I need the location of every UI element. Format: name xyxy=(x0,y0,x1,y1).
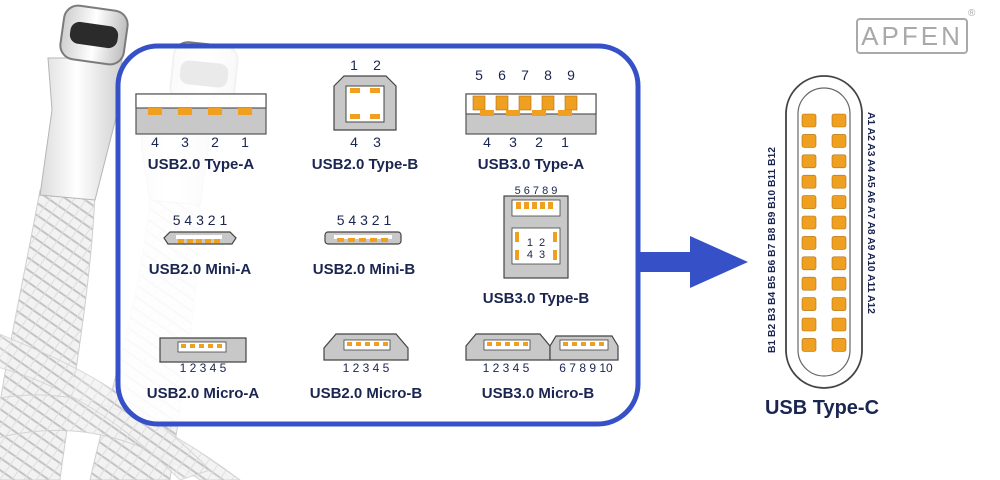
pin-number: 1 xyxy=(561,134,569,150)
pin-numbers: 6 7 8 9 10 xyxy=(559,361,613,375)
usb30-micro-b-caption: USB3.0 Micro-B xyxy=(482,385,595,402)
type-c-pin-a xyxy=(831,154,847,169)
pin-number: 1 xyxy=(350,57,358,73)
pin-numbers: 1 2 xyxy=(527,237,545,249)
usb20-mini-b-caption: USB2.0 Mini-B xyxy=(313,261,416,278)
type-c-pin-a xyxy=(831,113,847,128)
type-c-pin-a xyxy=(831,338,847,352)
pin-number: 8 xyxy=(544,67,552,83)
type-c-pin-b xyxy=(801,338,817,352)
pin-numbers: 5 6 7 8 9 xyxy=(515,185,558,197)
usb20-micro-a-caption: USB2.0 Micro-A xyxy=(147,385,260,402)
pin-numbers: 1 2 3 4 5 xyxy=(180,361,227,375)
type-c-pin-b xyxy=(801,113,817,128)
usb20-type-a-diagram: 4 3 2 1 USB2.0 Type-A xyxy=(135,93,267,173)
pin-number: 2 xyxy=(535,134,543,150)
pin-number: 3 xyxy=(181,134,189,150)
type-c-a-pin-row xyxy=(831,113,847,352)
type-c-pin-a xyxy=(831,195,847,209)
type-c-pin-a xyxy=(831,236,847,250)
pin-number: 2 xyxy=(211,134,219,150)
pin-number: 9 xyxy=(567,67,575,83)
type-c-b-pin-row xyxy=(801,113,817,352)
type-c-pin-b xyxy=(801,154,817,169)
type-c-pin-a xyxy=(831,297,847,311)
type-c-pin-b xyxy=(801,276,817,291)
pin-numbers: 1 2 3 4 5 xyxy=(483,361,530,375)
apfen-logo: APFEN xyxy=(856,18,968,54)
pin-numbers: 5 4 3 2 1 xyxy=(337,212,392,228)
type-c-pin-b xyxy=(801,134,817,148)
type-c-pin-a xyxy=(831,215,847,230)
usb30-type-a-caption: USB3.0 Type-A xyxy=(478,156,585,173)
usb30-type-b-diagram: 5 6 7 8 9 1 2 4 3 USB3.0 Type-B xyxy=(483,185,590,307)
usb20-mini-a-diagram: 5 4 3 2 1 USB2.0 Mini-A xyxy=(149,212,252,278)
usb20-type-b-caption: USB2.0 Type-B xyxy=(312,156,419,173)
pin-number: 7 xyxy=(521,67,529,83)
pin-number: 1 xyxy=(241,134,249,150)
type-c-a-pin-labels: A1 A2 A3 A4 A5 A6 A7 A8 A9 A10 A11 A12 xyxy=(865,112,876,314)
pin-numbers: 4 3 xyxy=(527,249,545,261)
type-c-pin-a xyxy=(831,256,847,271)
type-c-pin-b xyxy=(801,317,817,332)
usb30-type-b-caption: USB3.0 Type-B xyxy=(483,290,590,307)
usb20-mini-b-diagram: 5 4 3 2 1 USB2.0 Mini-B xyxy=(313,212,416,278)
right-arrow-icon xyxy=(638,236,748,288)
type-c-pin-b xyxy=(801,215,817,230)
type-c-pin-b xyxy=(801,195,817,209)
usb20-type-b-diagram: 1 2 4 3 USB2.0 Type-B xyxy=(312,57,419,173)
pin-number: 3 xyxy=(373,134,381,150)
pin-number: 4 xyxy=(350,134,358,150)
usb-type-c-caption: USB Type-C xyxy=(765,397,879,419)
pin-numbers: 1 2 3 4 5 xyxy=(343,361,390,375)
type-c-b-pin-labels: B1 B2 B3 B4 B5 B6 B7 B8 B9 B10 B11 B12 xyxy=(767,147,778,353)
type-c-pin-a xyxy=(831,134,847,148)
type-c-pin-a xyxy=(831,317,847,332)
registered-mark: ® xyxy=(968,8,976,19)
pin-number: 3 xyxy=(509,134,517,150)
usb20-micro-b-caption: USB2.0 Micro-B xyxy=(310,385,423,402)
brand-name: APFEN xyxy=(861,20,963,51)
pin-number: 5 xyxy=(475,67,483,83)
type-c-pin-a xyxy=(831,174,847,189)
usb20-type-a-caption: USB2.0 Type-A xyxy=(148,156,255,173)
type-c-pin-b xyxy=(801,297,817,311)
usb20-micro-b-diagram: 1 2 3 4 5 USB2.0 Micro-B xyxy=(310,333,423,402)
pin-number: 4 xyxy=(483,134,491,150)
usb20-micro-a-diagram: 1 2 3 4 5 USB2.0 Micro-A xyxy=(147,337,260,402)
pin-number: 4 xyxy=(151,134,159,150)
usb30-micro-b-diagram: 1 2 3 4 5 6 7 8 9 10 USB3.0 Micro-B xyxy=(465,333,619,402)
usb-type-c-diagram: B1 B2 B3 B4 B5 B6 B7 B8 B9 B10 B11 B12 A… xyxy=(765,75,879,419)
type-c-pin-a xyxy=(831,276,847,291)
usb30-type-a-diagram: 5 6 7 8 9 4 3 2 1 USB3.0 Type-A xyxy=(465,67,597,173)
type-c-pin-b xyxy=(801,256,817,271)
pin-numbers: 5 4 3 2 1 xyxy=(173,212,228,228)
pin-number: 2 xyxy=(373,57,381,73)
usb20-mini-a-caption: USB2.0 Mini-A xyxy=(149,261,252,278)
pin-number: 6 xyxy=(498,67,506,83)
type-c-pin-b xyxy=(801,236,817,250)
type-c-pin-b xyxy=(801,174,817,189)
